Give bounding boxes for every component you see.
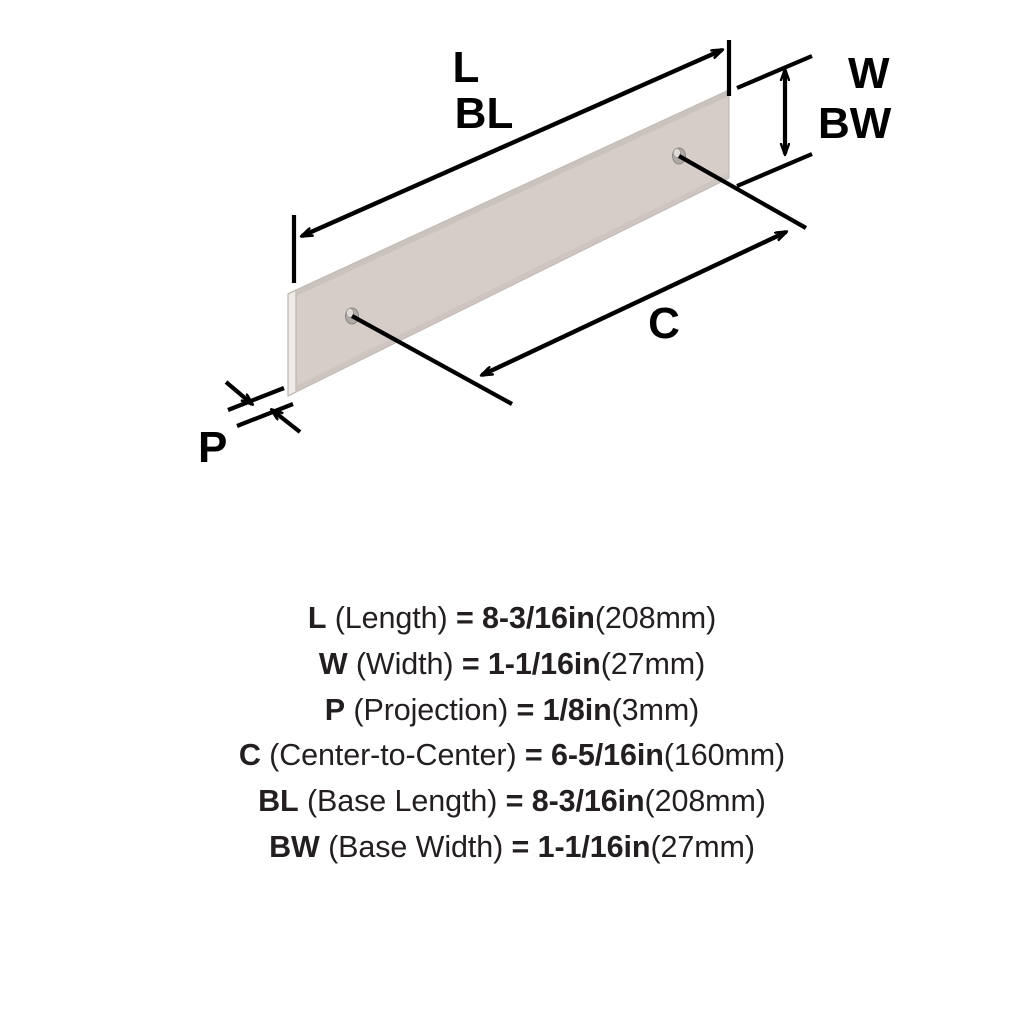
label-center-to-center: C — [648, 299, 680, 348]
spec-metric-value: (160mm) — [663, 738, 786, 773]
product-dimension-diagram: L BL W BW C — [198, 40, 892, 472]
spec-name: (Projection) — [353, 692, 509, 727]
c-dimension-line — [482, 230, 786, 377]
length-dimension — [291, 40, 732, 283]
spec-imperial-value: 1-1/16in — [537, 829, 651, 864]
spec-abbr: C — [238, 738, 261, 773]
spec-equals: = — [455, 601, 474, 635]
spec-metric-value: (3mm) — [611, 692, 700, 727]
spec-equals: = — [461, 646, 480, 681]
p-arrow-lower — [272, 410, 302, 434]
spec-row-center-to-center: C (Center-to-Center) = 6-5/16in(160mm) — [239, 733, 785, 779]
c-extension-left — [350, 314, 514, 406]
p-marker-line-inner — [236, 402, 294, 428]
spec-imperial-value: 6-5/16in — [551, 738, 664, 773]
dimension-specification-list: L (Length) = 8-3/16in(208mm) W (Width) =… — [0, 596, 1024, 871]
spec-abbr: BL — [258, 784, 299, 818]
spec-imperial-value: 1/8in — [542, 692, 612, 727]
center-to-center-dimension — [350, 154, 808, 406]
spec-name: (Length) — [334, 601, 448, 635]
spec-metric-value: (27mm) — [600, 646, 706, 681]
label-length-primary: L — [453, 43, 480, 92]
label-projection: P — [198, 423, 227, 472]
length-dimension-line — [302, 47, 722, 239]
spec-row-base-width: BW (Base Width) = 1-1/16in(27mm) — [269, 825, 755, 871]
spec-equals: = — [524, 738, 543, 773]
projection-dimension — [224, 380, 302, 434]
width-dimension — [736, 54, 813, 188]
spec-abbr: P — [324, 692, 346, 727]
p-arrow-upper — [224, 380, 252, 404]
spec-equals: = — [511, 829, 530, 864]
width-extension-top — [736, 54, 813, 90]
spec-row-length: L (Length) = 8-3/16in(208mm) — [308, 596, 716, 642]
spec-row-base-length: BL (Base Length) = 8-3/16in(208mm) — [258, 779, 766, 825]
spec-imperial-value: 1-1/16in — [487, 646, 601, 681]
p-marker-line-outer — [227, 386, 285, 412]
c-extension-right — [677, 154, 808, 230]
width-extension-bottom — [736, 152, 813, 188]
diagram-canvas: L BL W BW C — [198, 40, 892, 472]
spec-name: (Center-to-Center) — [269, 738, 517, 773]
spec-metric-value: (27mm) — [650, 829, 755, 864]
spec-abbr: BW — [269, 829, 320, 864]
spec-imperial-value: 8-3/16in — [531, 784, 645, 818]
label-width-primary: W — [848, 49, 890, 98]
spec-equals: = — [505, 784, 524, 818]
spec-name: (Width) — [355, 646, 454, 681]
spec-row-width: W (Width) = 1-1/16in(27mm) — [319, 642, 705, 688]
spec-name: (Base Length) — [306, 784, 498, 818]
spec-name: (Base Width) — [328, 829, 504, 864]
spec-abbr: W — [318, 646, 348, 681]
spec-row-projection: P (Projection) = 1/8in(3mm) — [324, 688, 700, 734]
spec-abbr: L — [307, 601, 327, 635]
label-length-secondary: BL — [455, 89, 514, 138]
spec-metric-value: (208mm) — [594, 601, 717, 635]
spec-metric-value: (208mm) — [644, 784, 766, 818]
label-width-secondary: BW — [818, 99, 892, 148]
plate-projection-edge-face — [287, 289, 297, 397]
spec-imperial-value: 8-3/16in — [482, 601, 595, 635]
spec-equals: = — [516, 692, 535, 727]
